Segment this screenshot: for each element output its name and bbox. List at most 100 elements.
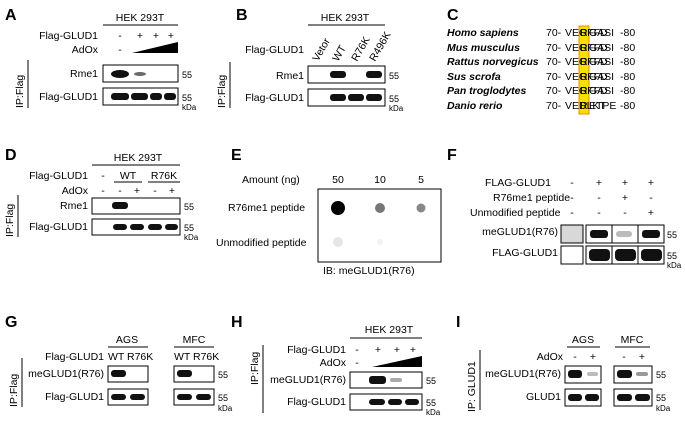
species-name: Homo sapiens — [447, 27, 519, 39]
panel-h-label: H — [231, 314, 243, 331]
panel-d-unit: kDa — [184, 233, 199, 242]
panel-h-sign: + — [394, 344, 400, 356]
seq-highlight: R — [580, 71, 588, 83]
panel-h-row1-label: Flag-GLUD1 — [287, 344, 346, 356]
panel-d-band — [130, 224, 144, 230]
panel-f-sign: - — [597, 207, 601, 219]
panel-f-band — [615, 249, 636, 261]
panel-i-band — [587, 372, 598, 376]
seq-end: -80 — [620, 71, 635, 83]
panel-i-unit: kDa — [656, 404, 671, 413]
panel-d-ip-label: IP:Flag — [4, 204, 16, 237]
panel-f-blot-lane — [560, 224, 584, 244]
panel-h-unit: kDa — [426, 408, 441, 417]
panel-h-row2-label: AdOx — [320, 357, 347, 369]
panel-f-mw: 55 — [667, 251, 677, 261]
panel-d-blot1 — [91, 197, 181, 215]
panel-e-amount: 10 — [374, 174, 386, 186]
panel-b-ip-label: IP:Flag — [216, 75, 228, 108]
panel-h-band — [369, 376, 386, 384]
panel-h-band — [390, 378, 402, 382]
seq-pre: VEGFFD — [565, 56, 608, 68]
seq-post: GASI — [589, 71, 614, 83]
panel-c-row: Rattus norvegicus 70- VEGFFD R GASI -80 — [447, 56, 635, 68]
panel-i-label: I — [456, 314, 460, 331]
panel-i: I AGS MFC AdOx - + - + meGLUD1(R76) 55 G… — [456, 314, 671, 413]
panel-c-row: Pan troglodytes 70- VEGFFD R GASI -80 — [447, 85, 635, 97]
panel-i-sign: + — [590, 351, 596, 363]
panel-d-mw: 55 — [184, 223, 194, 233]
species-name: Danio rerio — [447, 100, 503, 112]
seq-end: -80 — [620, 100, 635, 112]
panel-i-cell: MFC — [621, 334, 644, 346]
seq-post: GASI — [589, 56, 614, 68]
panel-d-band — [148, 224, 162, 230]
seq-pre: VEGFFD — [565, 42, 608, 54]
panel-b-mw: 55 — [389, 94, 399, 104]
panel-i-band — [585, 394, 599, 401]
panel-a-sign: + — [153, 30, 159, 42]
panel-c-label: C — [447, 7, 459, 24]
panel-h-blot1-label: meGLUD1(R76) — [270, 374, 346, 386]
panel-f-sign: + — [622, 177, 628, 189]
seq-post: GASI — [589, 85, 614, 97]
panel-a-ip-label: IP:Flag — [14, 75, 26, 108]
seq-post: ETPE — [589, 100, 616, 112]
species-name: Rattus norvegicus — [447, 56, 539, 68]
panel-d-mw: 55 — [184, 202, 194, 212]
panel-g-lane: R76K — [193, 351, 219, 363]
panel-d-blot1-label: Rme1 — [60, 200, 88, 212]
panel-f-band — [642, 230, 660, 238]
panel-b-cell-line: HEK 293T — [321, 12, 370, 24]
panel-c: C Homo sapiens 70- VEGFFD R GASI -80 Mus… — [447, 7, 635, 115]
panel-d-sign: - — [101, 170, 105, 182]
panel-i-mw: 55 — [656, 370, 666, 380]
panel-g-band — [177, 370, 192, 377]
panel-f-unit: kDa — [667, 261, 682, 270]
panel-i-sign: - — [622, 351, 626, 363]
panel-d-sign: - — [101, 185, 105, 197]
panel-f-sign: + — [596, 177, 602, 189]
panel-a-sign: - — [118, 44, 122, 56]
panel-d-band — [113, 224, 127, 230]
panel-b: B HEK 293T Flag-GLUD1 Vetor WT R76K R496… — [216, 7, 404, 113]
panel-f-sign: - — [570, 207, 574, 219]
panel-f-row-label: Unmodified peptide — [470, 207, 561, 219]
panel-a-row1-label: Flag-GLUD1 — [39, 30, 98, 42]
seq-start: 70- — [546, 85, 562, 97]
panel-b-row1-label: Flag-GLUD1 — [245, 44, 304, 56]
seq-start: 70- — [546, 56, 562, 68]
panel-i-blot2-label: GLUD1 — [526, 391, 561, 403]
panel-i-band — [635, 394, 650, 401]
panel-f-blot1-label: meGLUD1(R76) — [482, 226, 558, 238]
panel-f-sign: + — [648, 177, 654, 189]
panel-e-amount-label: Amount (ng) — [242, 174, 300, 186]
seq-highlight: R — [580, 42, 588, 54]
panel-e-ib-label: IB: meGLUD1(R76) — [323, 265, 415, 277]
panel-i-ip-label: IP: GLUD1 — [466, 361, 478, 412]
panel-h-blot2-label: Flag-GLUD1 — [287, 396, 346, 408]
panel-h-mw: 55 — [426, 398, 436, 408]
seq-end: -80 — [620, 56, 635, 68]
panel-a-gradient-wedge — [132, 42, 178, 53]
panel-a-sign: - — [118, 30, 122, 42]
panel-i-band — [617, 370, 632, 378]
panel-b-band — [330, 71, 346, 78]
seq-pre: VEGFFD — [565, 27, 608, 39]
panel-d: D HEK 293T Flag-GLUD1 - WT R76K AdOx - -… — [4, 147, 199, 242]
panel-f-band — [590, 230, 608, 238]
panel-i-mw: 55 — [656, 393, 666, 403]
panel-i-row1-label: AdOx — [537, 351, 564, 363]
panel-g-unit: kDa — [218, 404, 233, 413]
seq-pre: VEGFFD — [565, 85, 608, 97]
panel-h-sign: - — [355, 357, 359, 369]
panel-b-blot2-label: Flag-GLUD1 — [245, 92, 304, 104]
panel-a-cell-line: HEK 293T — [116, 12, 165, 24]
panel-a-band — [131, 93, 148, 100]
panel-f-row-label: FLAG-GLUD1 — [485, 177, 551, 189]
panel-a-band — [134, 72, 146, 76]
panel-a-blot1-label: Rme1 — [70, 68, 98, 80]
panel-b-lane: R496K — [367, 30, 393, 64]
seq-end: -80 — [620, 27, 635, 39]
panel-g-lane: WT — [174, 351, 191, 363]
